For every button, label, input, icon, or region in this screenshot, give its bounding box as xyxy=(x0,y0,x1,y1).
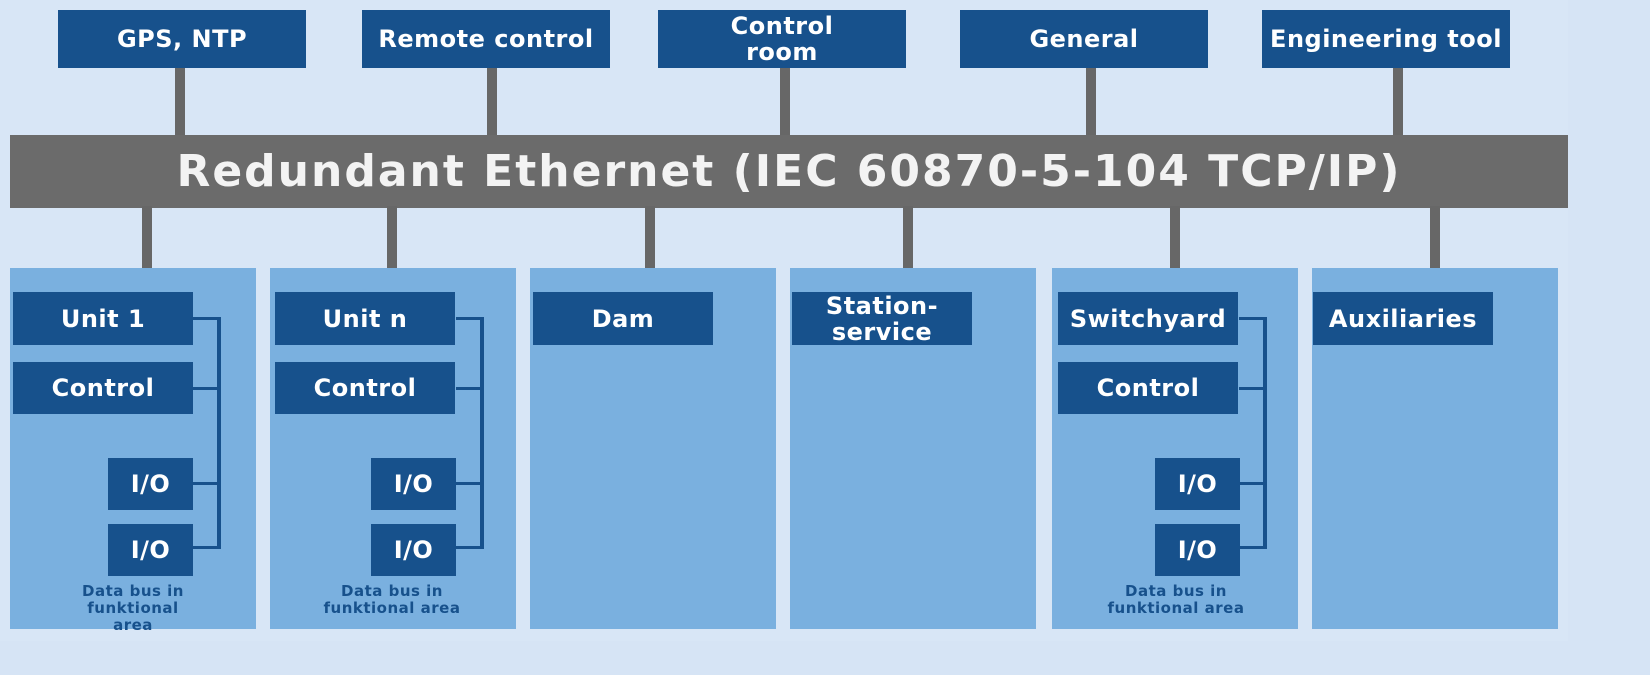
area-title-box: Unit n xyxy=(275,292,455,345)
connector-line xyxy=(1086,68,1096,138)
connector-line xyxy=(780,68,790,138)
data-bus-line xyxy=(217,318,221,549)
top-node-engineering-tool: Engineering tool xyxy=(1262,10,1510,68)
connector-line xyxy=(1170,206,1180,270)
io-box: I/O xyxy=(1155,524,1240,576)
data-bus-tap xyxy=(456,482,484,485)
io-box: I/O xyxy=(108,524,193,576)
area-title-box: Station-service xyxy=(792,292,972,345)
connector-line xyxy=(1430,206,1440,270)
area-title-box: Unit 1 xyxy=(13,292,193,345)
data-bus-tap xyxy=(193,317,221,320)
control-box: Control xyxy=(275,362,455,414)
data-bus-tap xyxy=(1239,387,1267,390)
data-bus-tap xyxy=(1239,317,1267,320)
control-box: Control xyxy=(13,362,193,414)
control-box: Control xyxy=(1058,362,1238,414)
connector-line xyxy=(175,68,185,138)
io-box: I/O xyxy=(371,458,456,510)
top-node-general: General xyxy=(960,10,1208,68)
data-bus-label: Data bus in funktional area xyxy=(323,582,461,617)
io-box: I/O xyxy=(108,458,193,510)
redundant-ethernet-bus: Redundant Ethernet (IEC 60870-5-104 TCP/… xyxy=(10,135,1568,208)
top-node-gps-ntp: GPS, NTP xyxy=(58,10,306,68)
data-bus-tap xyxy=(456,546,484,549)
connector-line xyxy=(903,206,913,270)
data-bus-tap xyxy=(193,482,221,485)
data-bus-tap xyxy=(193,387,221,390)
data-bus-line xyxy=(1263,318,1267,549)
architecture-diagram: GPS, NTP Remote control Control room Gen… xyxy=(10,10,1568,634)
data-bus-tap xyxy=(193,546,221,549)
data-bus-line xyxy=(480,318,484,549)
connector-line xyxy=(645,206,655,270)
area-title-box: Switchyard xyxy=(1058,292,1238,345)
connector-line xyxy=(142,206,152,270)
area-title-box: Auxiliaries xyxy=(1313,292,1493,345)
top-node-remote-control: Remote control xyxy=(362,10,610,68)
data-bus-tap xyxy=(456,387,484,390)
data-bus-label: Data bus in funktional area xyxy=(82,582,184,634)
connector-line xyxy=(387,206,397,270)
connector-line xyxy=(487,68,497,138)
io-box: I/O xyxy=(371,524,456,576)
data-bus-tap xyxy=(1239,482,1267,485)
data-bus-tap xyxy=(1239,546,1267,549)
connector-line xyxy=(1393,68,1403,138)
top-node-control-room: Control room xyxy=(658,10,906,68)
area-title-box: Dam xyxy=(533,292,713,345)
io-box: I/O xyxy=(1155,458,1240,510)
data-bus-label: Data bus in funktional area xyxy=(1107,582,1245,617)
data-bus-tap xyxy=(456,317,484,320)
